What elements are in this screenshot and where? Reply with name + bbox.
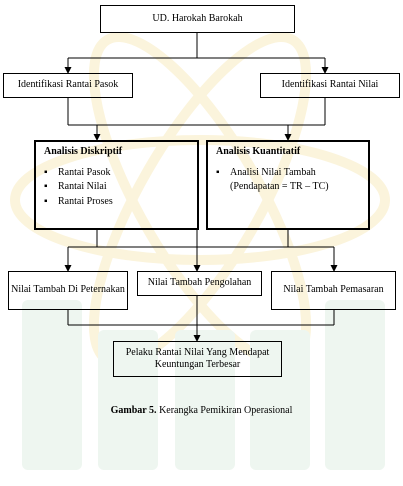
node-value-added-processing: Nilai Tambah Pengolahan (137, 271, 262, 296)
node-company-label: UD. Harokah Barokah (152, 12, 243, 24)
list-item: Rantai Proses (44, 196, 189, 209)
node-final-result: Pelaku Rantai Nilai Yang Mendapat Keuntu… (113, 341, 282, 377)
value-added-farm-label: Nilai Tambah Di Peternakan (11, 284, 125, 296)
final-result-label: Pelaku Rantai Nilai Yang Mendapat Keuntu… (125, 346, 270, 371)
node-value-chain-identification: Identifikasi Rantai Nilai (260, 73, 400, 98)
node-company: UD. Harokah Barokah (100, 5, 295, 33)
list-item: Rantai Nilai (44, 181, 189, 194)
node-value-added-marketing: Nilai Tambah Pemasaran (271, 271, 396, 310)
node-quantitative-analysis: Analisis Kuantitatif Analisi Nilai Tamba… (206, 140, 370, 230)
value-added-marketing-label: Nilai Tambah Pemasaran (283, 284, 384, 296)
node-value-added-farm: Nilai Tambah Di Peternakan (8, 271, 128, 310)
figure-caption: Gambar 5. Kerangka Pemikiran Operasional (0, 405, 403, 416)
value-added-processing-label: Nilai Tambah Pengolahan (147, 277, 252, 289)
node-value-chain-label: Identifikasi Rantai Nilai (281, 79, 379, 91)
node-supply-chain-label: Identifikasi Rantai Pasok (17, 79, 119, 91)
descriptive-analysis-title: Analisis Diskriptif (44, 146, 123, 157)
quantitative-analysis-title: Analisis Kuantitatif (216, 146, 301, 157)
descriptive-analysis-list: Rantai Pasok Rantai Nilai Rantai Proses (44, 167, 189, 209)
list-item: Analisi Nilai Tambah (216, 167, 360, 180)
figure-caption-label: Gambar 5. (110, 405, 157, 416)
list-item: Rantai Pasok (44, 167, 189, 180)
income-formula: (Pendapatan = TR – TC) (230, 181, 329, 192)
quantitative-analysis-list: Analisi Nilai Tambah (216, 167, 360, 180)
node-descriptive-analysis: Analisis Diskriptif Rantai Pasok Rantai … (34, 140, 199, 230)
node-supply-chain-identification: Identifikasi Rantai Pasok (3, 73, 133, 98)
figure-caption-text: Kerangka Pemikiran Operasional (156, 405, 293, 416)
